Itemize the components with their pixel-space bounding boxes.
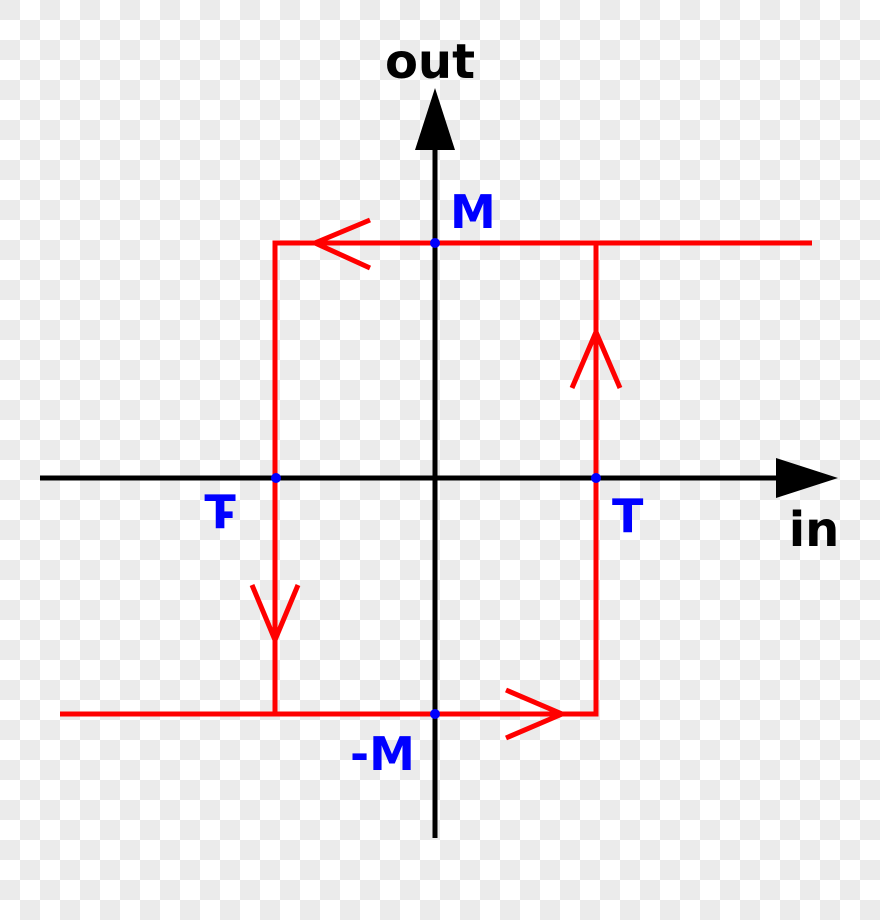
hysteresis-loop xyxy=(60,217,812,741)
arrow-up-icon xyxy=(569,325,623,389)
point-minus-T xyxy=(271,473,281,483)
arrow-down-icon xyxy=(249,584,301,647)
axes xyxy=(40,148,780,838)
label-M: M xyxy=(450,185,496,239)
x-axis-label: in xyxy=(789,502,840,558)
label-minus-M: -M xyxy=(350,727,415,781)
y-axis-label: out xyxy=(385,34,475,90)
top-branch xyxy=(272,240,812,714)
label-T: T xyxy=(612,489,644,543)
points xyxy=(271,238,601,719)
arrow-right-icon xyxy=(505,687,569,741)
x-axis-arrowhead xyxy=(776,458,838,498)
point-M xyxy=(430,238,440,248)
point-T xyxy=(591,473,601,483)
label-minus-T: -T xyxy=(204,494,236,528)
arrow-left-icon xyxy=(308,217,372,271)
bottom-branch xyxy=(60,243,599,717)
point-minus-M xyxy=(430,709,440,719)
y-axis-arrowhead xyxy=(415,88,455,150)
